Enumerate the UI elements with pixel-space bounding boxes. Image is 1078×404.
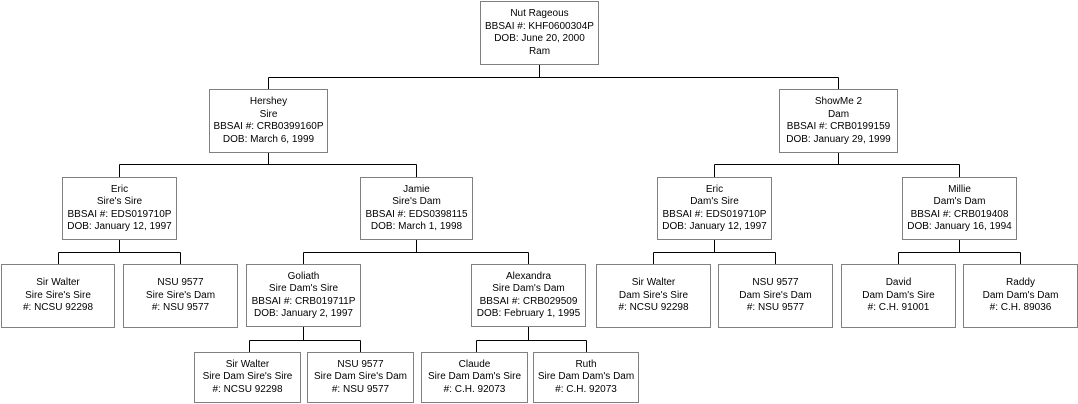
node-line: BBSAI #: EDS019710P (67, 208, 172, 220)
node-line: Dam (827, 108, 850, 120)
node-name: Sir Walter (631, 277, 676, 289)
node-line: Dam Sire's Dam (739, 289, 812, 301)
node-line: Sire Dam's Sire (268, 283, 339, 294)
node-name: Ruth (575, 358, 597, 370)
node-line: DOB: January 16, 1994 (907, 221, 1012, 232)
node-line: Sire (259, 108, 278, 120)
node-line: Sire Dam Sire's Sire (202, 371, 293, 383)
node-line: Dam's Dam (933, 196, 986, 207)
node-line: Sire Dam Dam's Dam (537, 371, 635, 383)
node-line: #: C.H. 92073 (443, 383, 506, 395)
node-line: BBSAI #: CRB019711P (251, 295, 356, 307)
node-line: BBSAI #: CRB019408 (910, 208, 1009, 220)
node-name: Goliath (287, 270, 320, 282)
node-line: BBSAI #: EDS019710P (662, 208, 767, 220)
node-line: #: NCSU 92298 (618, 302, 689, 314)
node-line: Sire Dam Dam's Sire (427, 371, 522, 383)
node-name: Sir Walter (36, 277, 80, 289)
node-line: Sire Dam Sire's Dam (313, 371, 408, 383)
node-line: DOB: March 6, 1999 (222, 133, 315, 145)
node-line: #: NCSU 92298 (212, 383, 283, 395)
node-line: BBSAI #: CRB0199159 (786, 121, 891, 132)
node-name: ShowMe 2 (814, 96, 863, 107)
node-name: Raddy (1006, 277, 1035, 289)
node-name: David (885, 277, 912, 289)
node-line: BBSAI #: KHF0600304P (485, 20, 594, 32)
node-line: Ram (528, 45, 551, 57)
node-line: #: NSU 9577 (746, 302, 805, 314)
node-line: Sire Sire's Dam (145, 289, 216, 301)
node-line: BBSAI #: CRB0399160P (213, 121, 324, 132)
node-name: Millie (948, 183, 971, 195)
node-line: #: C.H. 91001 (867, 302, 930, 314)
node-name: Eric (705, 183, 724, 195)
node-line: DOB: June 20, 2000 (494, 33, 585, 44)
node-line: Sire Sire's Sire (25, 289, 91, 301)
node-line: #: NSU 9577 (151, 302, 210, 314)
node-name: NSU 9577 (752, 277, 799, 289)
node-line: #: NCSU 92298 (22, 302, 94, 314)
node-line: #: C.H. 89036 (989, 302, 1052, 314)
node-line: BBSAI #: EDS0398115 (365, 208, 468, 220)
node-line: Sire's Sire (96, 196, 143, 207)
node-name: Hershey (249, 96, 288, 107)
node-name: Nut Rageous (510, 8, 569, 19)
node-name: Claude (458, 358, 491, 370)
node-line: #: C.H. 92073 (555, 383, 617, 395)
node-line: Dam Sire's Sire (618, 289, 689, 301)
node-name: Jamie (403, 183, 430, 195)
node-line: #: NSU 9577 (331, 383, 390, 395)
node-line: Dam's Sire (690, 196, 739, 207)
node-name: NSU 9577 (157, 277, 204, 289)
node-line: Sire's Dam (392, 196, 441, 207)
node-name: Sir Walter (225, 358, 270, 370)
node-name: Eric (110, 183, 129, 195)
node-name: Alexandra (505, 270, 552, 282)
node-line: DOB: January 29, 1999 (786, 133, 891, 145)
node-line: DOB: March 1, 1998 (370, 221, 463, 232)
node-line: DOB: January 12, 1997 (662, 221, 767, 232)
node-line: Dam Dam's Sire (862, 289, 935, 301)
node-line: DOB: January 2, 1997 (254, 308, 353, 319)
node-line: BBSAI #: CRB029509 (479, 295, 578, 307)
node-name: NSU 9577 (337, 358, 384, 370)
node-line: Sire Dam's Dam (492, 283, 565, 294)
node-line: Dam Dam's Dam (982, 289, 1059, 301)
node-line: DOB: February 1, 1995 (476, 308, 581, 319)
node-line: DOB: January 12, 1997 (67, 221, 172, 232)
